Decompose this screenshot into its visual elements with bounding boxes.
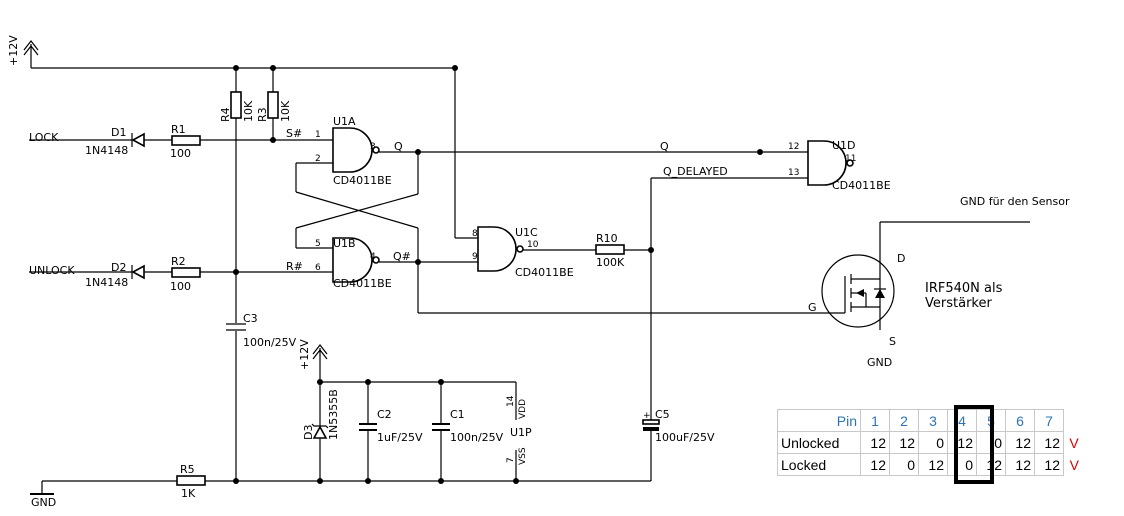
mosfet-gnd-label: GND <box>867 356 892 369</box>
unlock-label: UNLOCK <box>29 264 75 277</box>
table-header-row: Pin 1 2 3 4 5 6 7 <box>777 409 1085 432</box>
lock-label: LOCK <box>29 131 59 144</box>
table-row: Unlocked 12 12 0 12 0 12 12 V <box>777 431 1085 454</box>
d1-part: 1N4148 <box>85 144 128 157</box>
mosfet <box>821 252 895 330</box>
q-n-label: Q# <box>393 250 411 263</box>
svg-text:U1C: U1C <box>515 226 538 239</box>
u1a-gate: U1A CD4011BE <box>332 115 392 187</box>
svg-text:+: + <box>643 411 651 421</box>
d2-part: 1N4148 <box>85 276 128 289</box>
u1d-gate: U1D CD4011BE 11 <box>807 139 891 192</box>
r3-value: 10K <box>279 100 292 122</box>
mosfet-g-label: G <box>808 301 817 314</box>
d2-label: D2 <box>111 261 126 274</box>
r1-resistor <box>171 135 201 146</box>
svg-text:3: 3 <box>370 142 376 152</box>
c1-label: C1 <box>450 408 465 421</box>
svg-text:1: 1 <box>315 130 321 140</box>
c2-label: C2 <box>377 408 392 421</box>
svg-text:CD4011BE: CD4011BE <box>333 277 392 290</box>
check-mark: V <box>1069 434 1079 451</box>
d1-label: D1 <box>111 126 126 139</box>
s-n-label: S# <box>286 127 302 140</box>
r1-value: 100 <box>170 147 191 160</box>
sensor-gnd-label: GND für den Sensor <box>960 195 1070 208</box>
u1b-gate: U1B CD4011BE <box>332 237 392 290</box>
svg-text:13: 13 <box>788 168 799 178</box>
vcc-mid-symbol: +12V <box>298 339 328 382</box>
r5-resistor <box>176 475 206 486</box>
svg-text:11: 11 <box>845 154 856 164</box>
svg-text:6: 6 <box>315 263 321 273</box>
r-n-label: R# <box>286 260 303 273</box>
svg-text:U1A: U1A <box>333 115 356 128</box>
r5-label: R5 <box>180 463 195 476</box>
vcc-top-label: +12V <box>7 35 20 66</box>
r3-resistor <box>267 91 279 119</box>
vcc-mid-label: +12V <box>298 339 311 370</box>
table-header-label: Pin <box>777 409 861 432</box>
q-label: Q <box>394 140 403 153</box>
svg-text:10: 10 <box>527 240 539 250</box>
check-mark: V <box>1069 456 1079 473</box>
c2-value: 1uF/25V <box>377 431 423 444</box>
r5-value: 1K <box>181 487 196 500</box>
svg-text:VDD: VDD <box>518 399 528 419</box>
r2-value: 100 <box>170 280 191 293</box>
svg-text:VSS: VSS <box>518 447 528 465</box>
u1c-gate: U1C CD4011BE <box>477 226 574 279</box>
pin-voltage-table: Pin 1 2 3 4 5 6 7 Unlocked 12 12 0 12 0 … <box>777 409 1085 476</box>
svg-text:5: 5 <box>315 239 321 249</box>
d3-label: D3 <box>302 425 315 440</box>
r3-label: R3 <box>256 107 269 122</box>
d3-part: 1N5355B <box>327 389 340 440</box>
r4-value: 10K <box>242 100 255 122</box>
r10-label: R10 <box>596 232 618 245</box>
c1-value: 100n/25V <box>450 431 504 444</box>
r1-label: R1 <box>171 123 186 136</box>
svg-text:8: 8 <box>472 229 478 239</box>
svg-text:4: 4 <box>370 252 376 262</box>
r2-resistor <box>171 267 201 278</box>
q-delayed-label: Q_DELAYED <box>663 165 728 178</box>
u1p-label: U1P <box>510 426 532 439</box>
c3-value: 100n/25V <box>243 336 297 349</box>
d2-diode <box>131 264 145 280</box>
d1-diode <box>131 132 145 148</box>
mosfet-note-line1: IRF540N als <box>925 281 1003 296</box>
svg-text:U1B: U1B <box>333 237 356 250</box>
svg-text:CD4011BE: CD4011BE <box>515 266 574 279</box>
svg-text:14: 14 <box>506 395 516 407</box>
d3-zener <box>312 425 328 439</box>
c5-value: 100uF/25V <box>655 431 715 444</box>
svg-text:7: 7 <box>506 457 516 463</box>
r4-resistor <box>230 91 242 119</box>
pin-4-highlight-box <box>954 405 994 484</box>
gnd-left-label: GND <box>31 496 56 509</box>
vcc-top-symbol: +12V <box>7 35 39 68</box>
mosfet-d-label: D <box>897 252 905 265</box>
table-row: Locked 12 0 12 0 12 12 12 V <box>777 453 1085 476</box>
mosfet-note-line2: Verstärker <box>925 296 992 311</box>
q2-label: Q <box>660 140 669 153</box>
svg-text:CD4011BE: CD4011BE <box>832 179 891 192</box>
r10-resistor <box>595 244 625 255</box>
mosfet-s-label: S <box>889 335 896 348</box>
c3-label: C3 <box>243 312 258 325</box>
c5-label: C5 <box>655 408 670 421</box>
svg-text:CD4011BE: CD4011BE <box>333 174 392 187</box>
r10-value: 100K <box>596 256 625 269</box>
r2-label: R2 <box>171 255 186 268</box>
svg-text:12: 12 <box>788 142 799 152</box>
svg-text:U1D: U1D <box>832 139 856 152</box>
svg-text:9: 9 <box>472 252 478 262</box>
r4-label: R4 <box>219 107 232 122</box>
svg-text:2: 2 <box>315 154 321 164</box>
